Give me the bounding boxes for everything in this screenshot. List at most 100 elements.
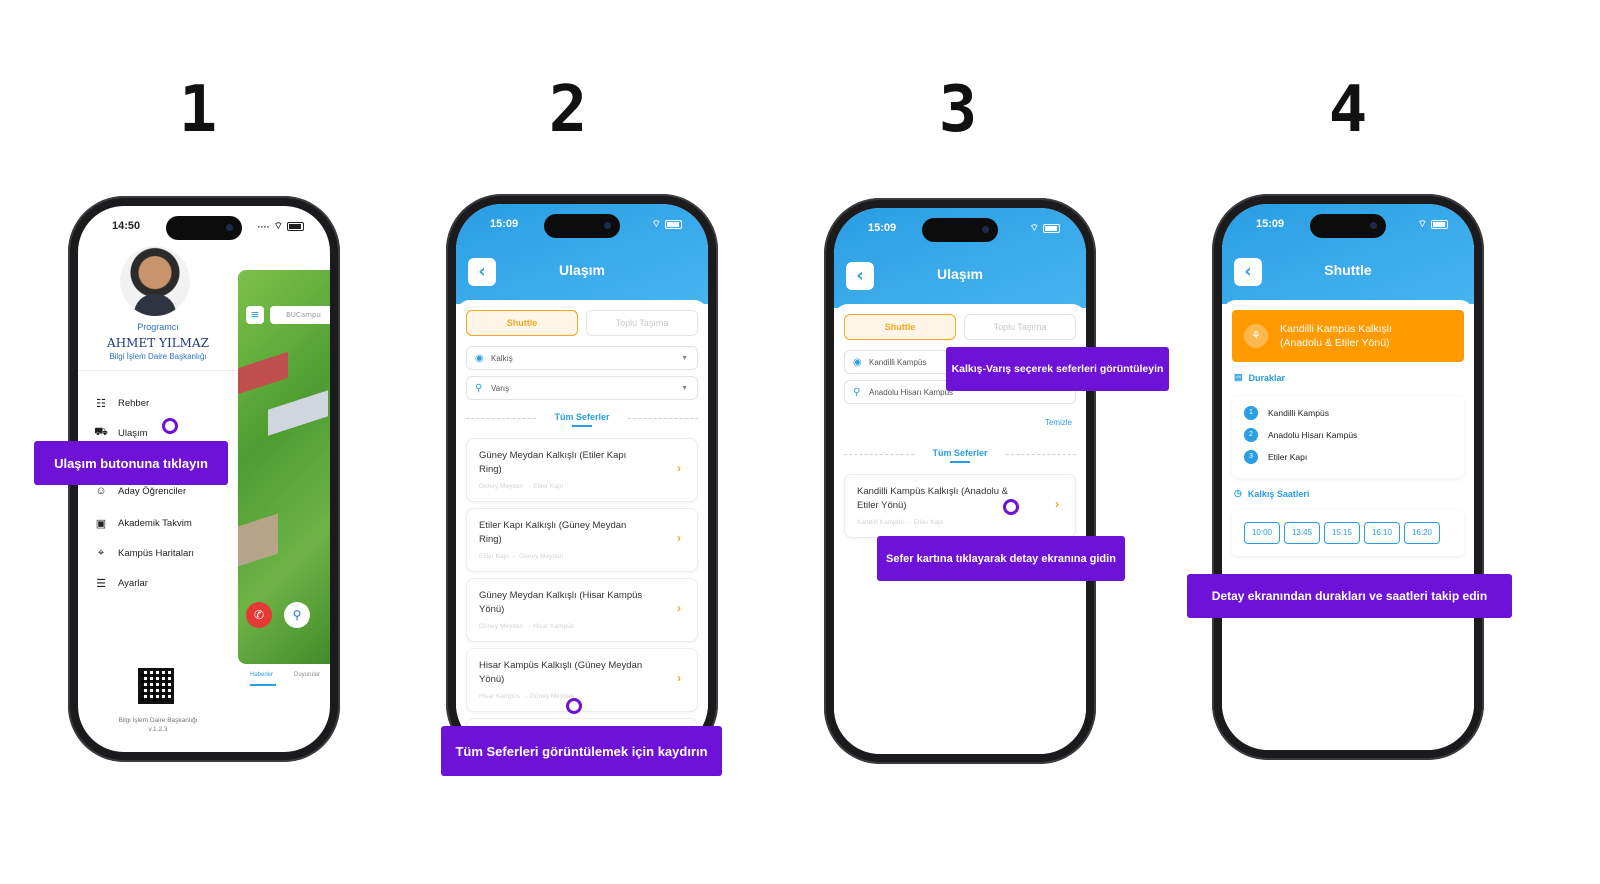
time-chip[interactable]: 13:45 [1284, 522, 1320, 544]
departure-select[interactable]: ◉Kalkış▼ [466, 346, 698, 370]
menu-item-aday-ogrenciler[interactable]: ☺Aday Öğrenciler [95, 485, 187, 497]
map-building [238, 351, 288, 395]
wifi-icon: ⌔ [1029, 223, 1039, 234]
chevron-right-icon: › [677, 671, 681, 685]
chevron-down-icon: ▼ [681, 355, 688, 362]
signal-icon: ···· [257, 221, 270, 232]
trip-card[interactable]: Hisar Kampüs Kalkışlı (Güney Meydan Yönü… [466, 648, 698, 712]
transport-tabs: Shuttle Toplu Taşıma [466, 310, 698, 336]
scroll-indicator [566, 698, 582, 714]
radio-target-icon: ◉ [853, 357, 862, 368]
map-pin-icon: ⌖ [97, 546, 105, 559]
avatar[interactable] [120, 246, 190, 316]
location-pin-icon: ⚲ [475, 383, 483, 394]
chevron-right-icon: › [677, 601, 681, 615]
user-name: AHMET YILMAZ [107, 336, 209, 350]
trip-card[interactable]: Kandilli Kampüs Kalkışlı (Anadolu & Etil… [844, 474, 1076, 538]
status-bar: 15:09 ⌔ [834, 222, 1086, 238]
sliders-icon: ☰ [96, 577, 106, 590]
location-pin-icon: ⚲ [853, 387, 861, 398]
phone-2-screen: ‹ Ulaşım 15:09 ⌔ Shuttle Toplu Taşıma ◉K… [456, 204, 708, 750]
battery-icon [287, 222, 304, 231]
tab-duyurular[interactable]: Duyurular [294, 672, 321, 678]
callout-step-4: Detay ekranından durakları ve saatleri t… [1187, 574, 1512, 618]
battery-icon [1431, 220, 1448, 229]
status-bar: 15:09 ⌔ [456, 218, 708, 234]
user-department: Bilgi İşlem Daire Başkanlığı [109, 352, 207, 361]
chevron-right-icon: › [677, 461, 681, 475]
radio-target-icon: ◉ [475, 353, 484, 364]
step-number-2: 2 [548, 73, 588, 147]
chevron-down-icon: ▼ [681, 385, 688, 392]
page-title: Shuttle [1324, 262, 1372, 278]
callout-step-1: Ulaşım butonuna tıklayın [34, 441, 228, 485]
page-title: Ulaşım [559, 262, 605, 278]
news-tabs: Haberler Duyurular [238, 668, 330, 688]
main-content: ⚘ Kandilli Kampüs Kalkışlı (Anadolu & Et… [1222, 300, 1474, 750]
back-button[interactable]: ‹ [468, 258, 496, 286]
map-building [268, 390, 328, 436]
user-role: Programcı [137, 322, 179, 332]
status-time: 14:50 [112, 220, 141, 232]
phone-2: ‹ Ulaşım 15:09 ⌔ Shuttle Toplu Taşıma ◉K… [446, 194, 718, 760]
tab-toplu-tasima[interactable]: Toplu Taşıma [964, 314, 1076, 340]
trip-card[interactable]: Etiler Kapı Kalkışlı (Güney Meydan Ring)… [466, 508, 698, 572]
menu-item-akademik-takvim[interactable]: ▣Akademik Takvim [95, 517, 192, 530]
wifi-icon: ⌔ [1417, 219, 1427, 230]
section-title: Tüm Seferler [466, 412, 698, 427]
clear-button[interactable]: Temizle [1044, 418, 1072, 427]
wifi-icon: ⌔ [273, 221, 283, 232]
back-button[interactable]: ‹ [846, 262, 874, 290]
clock-icon: ◷ [1234, 488, 1242, 498]
status-time: 15:09 [1256, 218, 1285, 230]
menu-icon[interactable]: ≡ [246, 306, 264, 324]
dynamic-island [166, 216, 242, 240]
time-chip[interactable]: 16:10 [1364, 522, 1400, 544]
section-title: Tüm Seferler [844, 448, 1076, 463]
tab-toplu-tasima[interactable]: Toplu Taşıma [586, 310, 698, 336]
trip-card[interactable]: Güney Meydan Kalkışlı (Hisar Kampüs Yönü… [466, 578, 698, 642]
phone-4-screen: ‹ Shuttle 15:09 ⌔ ⚘ Kandilli Kampüs Kalk… [1222, 204, 1474, 750]
map-search-input[interactable]: BUCampu [270, 306, 330, 324]
menu-item-ayarlar[interactable]: ☰Ayarlar [94, 574, 148, 592]
phone-call-icon[interactable]: ✆ [246, 602, 272, 628]
back-button[interactable]: ‹ [1234, 258, 1262, 286]
main-content: Shuttle Toplu Taşıma ◉Kalkış▼ ⚲Varış▼ Tü… [456, 300, 708, 750]
stops-label: ▤Duraklar [1234, 372, 1286, 383]
arrival-select[interactable]: ⚲Varış▼ [466, 376, 698, 400]
tab-haberler[interactable]: Haberler [250, 672, 277, 686]
tab-shuttle[interactable]: Shuttle [466, 310, 578, 336]
menu-item-rehber[interactable]: ☷Rehber [94, 394, 149, 412]
departure-times: 10:00 13:45 15:15 16:10 16:20 [1232, 510, 1464, 556]
time-chip[interactable]: 16:20 [1404, 522, 1440, 544]
trip-card[interactable]: Güney Meydan Kalkışlı (Etiler Kapı Ring)… [466, 438, 698, 502]
qr-code-icon[interactable] [138, 668, 174, 704]
list-icon: ☷ [96, 397, 106, 410]
status-time: 15:09 [868, 222, 897, 234]
tap-indicator [162, 418, 178, 434]
dynamic-island [1310, 214, 1386, 238]
menu-item-ulasim[interactable]: ⛟Ulaşım [94, 426, 148, 439]
time-chip[interactable]: 15:15 [1324, 522, 1360, 544]
location-pin-icon[interactable]: ⚲ [284, 602, 310, 628]
status-time: 15:09 [490, 218, 519, 230]
divider [78, 370, 238, 371]
footer-department: Bilgi İşlem Daire Başkanlığı [118, 717, 198, 724]
chevron-right-icon: › [677, 531, 681, 545]
route-header-card: ⚘ Kandilli Kampüs Kalkışlı (Anadolu & Et… [1232, 310, 1464, 362]
dynamic-island [922, 218, 998, 242]
map-building [238, 513, 278, 567]
app-version: v.1.2.3 [148, 726, 168, 733]
phone-3: ‹ Ulaşım 15:09 ⌔ Shuttle Toplu Taşıma ◉K… [824, 198, 1096, 764]
callout-step-3-top: Kalkış-Varış seçerek seferleri görüntüle… [946, 347, 1169, 391]
status-bar: 14:50 ····⌔ [78, 220, 330, 236]
route-title: Kandilli Kampüs Kalkışlı (Anadolu & Etil… [1280, 323, 1393, 349]
wifi-icon: ⌔ [651, 219, 661, 230]
time-chip[interactable]: 10:00 [1244, 522, 1280, 544]
campus-map[interactable]: ≡ BUCampu ✆ ⚲ [238, 270, 330, 664]
menu-item-kampus-haritalari[interactable]: ⌖Kampüs Haritaları [94, 544, 194, 562]
transport-tabs: Shuttle Toplu Taşıma [844, 314, 1076, 340]
tab-shuttle[interactable]: Shuttle [844, 314, 956, 340]
